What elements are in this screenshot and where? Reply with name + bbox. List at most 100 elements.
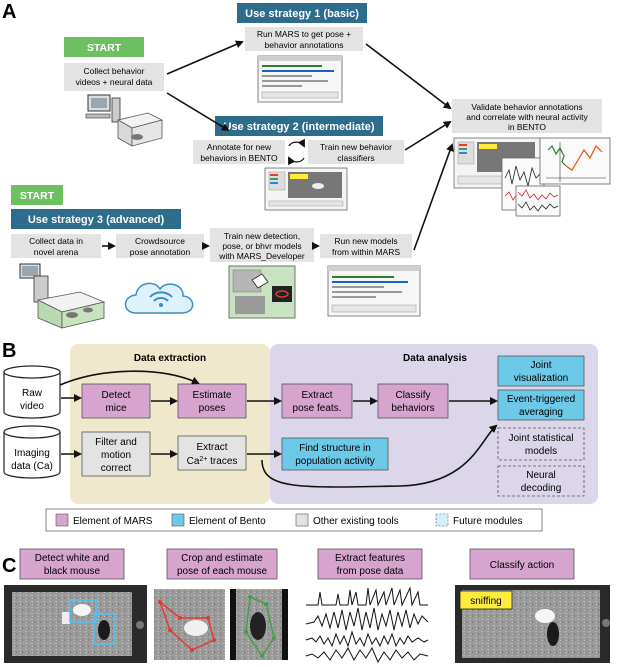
panel-a-label: A: [2, 1, 16, 23]
detect-mice-box: [81, 383, 151, 419]
raw-video-line2: video: [20, 401, 44, 412]
filter-motion-line3: correct: [101, 463, 132, 474]
mars-screenshot-2: [327, 265, 421, 317]
estimate-poses-line2: poses: [199, 403, 226, 414]
extract-ca-line1: Extract: [196, 442, 227, 453]
train-classifiers-box: [308, 140, 404, 164]
validate-line3: in BENTO: [508, 122, 546, 132]
joint-visualization-box: [497, 355, 585, 387]
collect-line1: Collect behavior: [84, 66, 145, 76]
joint-visualization-line1: Joint: [530, 360, 551, 371]
detect-header-line2: black mouse: [44, 566, 101, 577]
extract-pose-feats-line1: Extract: [301, 390, 332, 401]
event-averaging-box: [497, 389, 585, 421]
imaging-data-line1: Imaging: [14, 448, 50, 459]
crowdsource-line2: pose annotation: [130, 247, 191, 257]
raw-video-cylinder: [3, 365, 61, 419]
validate-line1: Validate behavior annotations: [471, 102, 582, 112]
classified-frame: [455, 585, 610, 663]
panel-b-arrows: [59, 370, 498, 488]
classify-header-label: Classify action: [490, 560, 554, 571]
strategy-1-title: Use strategy 1 (basic): [245, 8, 359, 20]
find-structure-box: [281, 437, 389, 471]
bento-screenshot-1: [264, 167, 348, 211]
panel-c-label: C: [2, 555, 16, 577]
feature-traces: [305, 586, 429, 664]
raw-video-line1: Raw: [22, 388, 43, 399]
crop-header-line2: pose of each mouse: [177, 566, 267, 577]
annotate-line2: behaviors in BENTO: [200, 153, 278, 163]
strategy-3-title: Use strategy 3 (advanced): [28, 214, 165, 226]
crop-header-line1: Crop and estimate: [181, 553, 263, 564]
joint-statistical-box: [497, 427, 585, 461]
train-classifiers-line2: classifiers: [337, 153, 374, 163]
strategy-1-header: [237, 3, 367, 23]
legend-swatch-mars: [55, 513, 69, 527]
run-mars-line2: behavior annotations: [265, 40, 344, 50]
filter-motion-box: [81, 431, 151, 477]
extract-ca-line2: Ca2+ traces: [187, 456, 238, 468]
train-models-line3: with MARS_Developer: [218, 251, 305, 261]
joint-statistical-line2: models: [525, 446, 557, 457]
collect-box: [64, 63, 164, 91]
strategy-2-header: [215, 116, 383, 136]
legend-future: Future modules: [453, 516, 522, 527]
train-models-box: [210, 228, 314, 262]
cloud-wifi-icon: [124, 282, 194, 314]
annotate-box: [193, 140, 285, 164]
classify-behaviors-line1: Classify: [395, 390, 430, 401]
train-models-line1: Train new detection,: [224, 231, 300, 241]
strategy-3-header: [11, 209, 181, 229]
estimate-poses-box: [177, 383, 247, 419]
run-mars-line1: Run MARS to get pose +: [257, 29, 351, 39]
crop-header-box: [166, 548, 278, 580]
run-new-models-box: [320, 234, 412, 258]
cycle-arrows-icon: [288, 138, 305, 166]
legend-swatch-bento: [171, 513, 185, 527]
imaging-data-line2: data (Ca): [11, 461, 53, 472]
train-models-line2: pose, or bhvr models: [222, 241, 301, 251]
legend-swatch-future: [435, 513, 449, 527]
classify-behaviors-line2: behaviors: [391, 403, 434, 414]
event-averaging-line2: averaging: [519, 407, 563, 418]
extract-ca-box: [177, 435, 247, 471]
classify-header-box: [469, 548, 575, 580]
novel-arena-icon: [19, 263, 106, 329]
neural-decoding-line2: decoding: [521, 483, 562, 494]
train-classifiers-line1: Train new behavior: [320, 142, 392, 152]
features-header-box: [317, 548, 423, 580]
legend-swatch-other: [295, 513, 309, 527]
data-analysis-title: Data analysis: [403, 353, 467, 364]
bento-validation-screenshots: [453, 137, 611, 217]
neural-decoding-line1: Neural: [526, 470, 555, 481]
find-structure-line2: population activity: [295, 456, 375, 467]
pose-crop-frames: [154, 589, 288, 660]
find-structure-line1: Find structure in: [299, 443, 371, 454]
crowdsource-box: [116, 234, 204, 258]
detect-mice-line1: Detect: [102, 390, 131, 401]
computer-cage-icon: [85, 94, 164, 147]
start-badge-1: [64, 37, 144, 57]
legend-bento: Element of Bento: [189, 516, 266, 527]
joint-visualization-line2: visualization: [514, 373, 568, 384]
classify-behaviors-box: [377, 383, 449, 419]
data-extraction-region: [70, 344, 270, 504]
collect-novel-line1: Collect data in: [29, 236, 83, 246]
collect-novel-box: [11, 234, 101, 258]
filter-motion-line2: motion: [101, 450, 131, 461]
data-extraction-title: Data extraction: [134, 353, 206, 364]
validate-box: [452, 99, 602, 133]
sniffing-label: sniffing: [470, 596, 502, 607]
features-header-line2: from pose data: [337, 566, 404, 577]
start-badge-3: [11, 185, 63, 205]
detect-header-line1: Detect white and: [35, 553, 110, 564]
detect-mice-line2: mice: [105, 403, 127, 414]
validate-line2: and correlate with neural activity: [466, 112, 588, 122]
legend-mars: Element of MARS: [73, 516, 153, 527]
event-averaging-line1: Event-triggered: [507, 394, 575, 405]
extract-pose-feats-box: [281, 383, 353, 419]
run-mars-box: [245, 27, 363, 51]
run-new-models-line2: from within MARS: [332, 247, 400, 257]
detect-header-box: [19, 548, 125, 580]
